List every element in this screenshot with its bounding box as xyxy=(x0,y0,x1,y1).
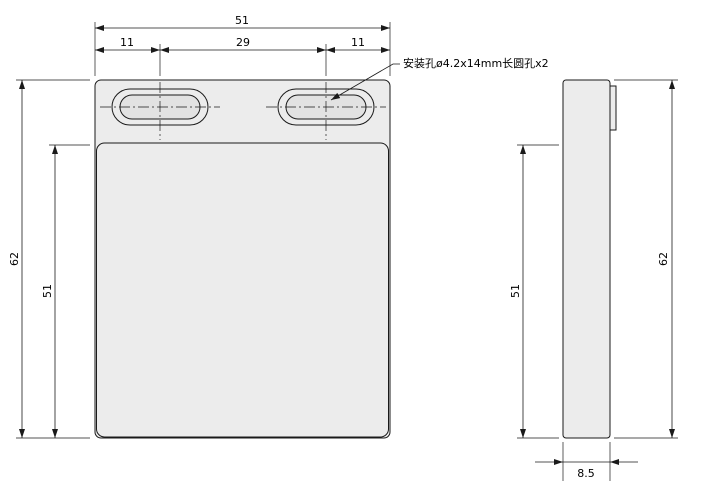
dim-label-body-height-side: 51 xyxy=(509,284,522,298)
side-outline xyxy=(562,79,611,439)
plate-body xyxy=(96,142,389,438)
dim-label-total-height-front: 62 xyxy=(8,252,21,266)
front-view xyxy=(94,79,391,439)
dim-label-center-span: 29 xyxy=(236,36,250,49)
leader-line xyxy=(330,63,400,101)
front-dimensions: 51 11 29 11 62 51 安装孔ø4.2x14mm长圆孔x2 xyxy=(8,14,549,439)
dim-label-left-offset: 11 xyxy=(120,36,134,49)
mounting-hole-note: 安装孔ø4.2x14mm长圆孔x2 xyxy=(403,56,549,70)
side-dimensions: 51 62 8.5 xyxy=(509,79,678,481)
dim-label-thickness: 8.5 xyxy=(577,467,595,480)
dim-label-body-height-front: 51 xyxy=(41,284,54,298)
dim-label-right-offset: 11 xyxy=(351,36,365,49)
dim-label-total-height-side: 62 xyxy=(657,252,670,266)
dim-label-total-width: 51 xyxy=(235,14,249,27)
side-tab xyxy=(609,85,617,131)
side-view xyxy=(562,79,617,439)
